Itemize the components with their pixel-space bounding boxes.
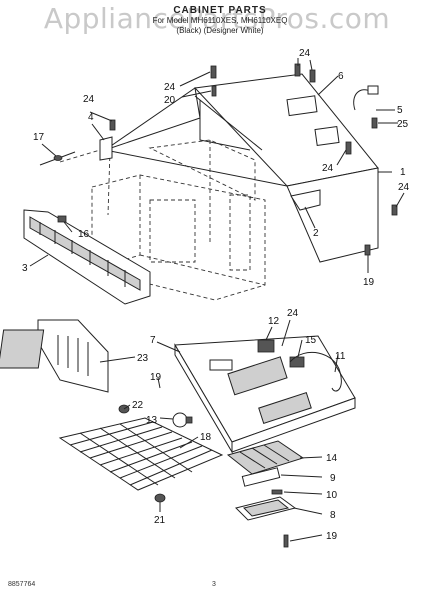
callout-24: 24 [398, 182, 410, 193]
title-block: CABINET PARTS For Model MH6110XES, MH611… [120, 6, 320, 36]
callout-24: 24 [299, 48, 311, 59]
bracket-part-4 [99, 136, 113, 161]
callout-20: 20 [164, 95, 176, 106]
document-number: 8857764 [8, 581, 36, 588]
callout-15: 15 [305, 335, 317, 346]
charcoal-filter [0, 319, 109, 393]
clip-part-10 [271, 489, 283, 495]
callout-5: 5 [397, 105, 403, 116]
screw-bottom [283, 534, 289, 548]
cabinet-wrapper [104, 73, 379, 263]
rack [58, 417, 224, 491]
callout-7: 7 [150, 335, 156, 346]
callout-9: 9 [330, 473, 336, 484]
callout-22: 22 [132, 400, 144, 411]
screws-top [109, 63, 398, 256]
callout-1: 1 [400, 167, 406, 178]
base-plate [174, 335, 356, 454]
watermark: AppliancePartsPros.com [43, 2, 391, 35]
callout-24: 24 [287, 308, 299, 319]
callout-10: 10 [326, 490, 338, 501]
callout-19: 19 [363, 277, 375, 288]
light-lens-part-9 [241, 467, 281, 487]
model-numbers: For Model MH6110XES, MH6110XEQ [152, 16, 288, 25]
callout-19: 19 [150, 372, 162, 383]
page-title: CABINET PARTS [173, 5, 267, 16]
callout-23: 23 [137, 353, 149, 364]
callout-24: 24 [322, 163, 334, 174]
page-number: 3 [212, 581, 216, 588]
callout-3: 3 [22, 263, 28, 274]
inner-cavity [59, 139, 266, 301]
callout-6: 6 [338, 71, 344, 82]
callout-21: 21 [154, 515, 166, 526]
callout-2: 2 [313, 228, 319, 239]
callout-12: 12 [268, 316, 280, 327]
switch-assembly [257, 339, 342, 392]
callout-19: 19 [326, 531, 338, 542]
color-variants: (Black) (Designer White) [176, 26, 264, 35]
callout-14: 14 [326, 453, 338, 464]
callout-24: 24 [164, 82, 176, 93]
callout-18: 18 [200, 432, 212, 443]
callout-16: 16 [78, 229, 90, 240]
callout-13: 13 [146, 415, 158, 426]
callout-11: 11 [335, 351, 346, 362]
callout-24: 24 [83, 94, 95, 105]
vent-grille [23, 209, 151, 305]
part-21-foot [154, 493, 166, 503]
callout-8: 8 [330, 510, 336, 521]
light-cover-part-8 [235, 496, 297, 521]
callout-25: 25 [397, 119, 409, 130]
callout-4: 4 [88, 112, 94, 123]
wire-harness-part-5 [353, 85, 379, 111]
thermal-fuse-part-17 [39, 151, 76, 166]
callout-17: 17 [33, 132, 45, 143]
light-bulb [172, 412, 193, 428]
leader-lines [29, 58, 405, 542]
clip-part-16 [57, 215, 67, 223]
callout-labels: 24 20 24 6 5 25 24 1 24 2 19 24 4 17 16 … [22, 48, 410, 542]
